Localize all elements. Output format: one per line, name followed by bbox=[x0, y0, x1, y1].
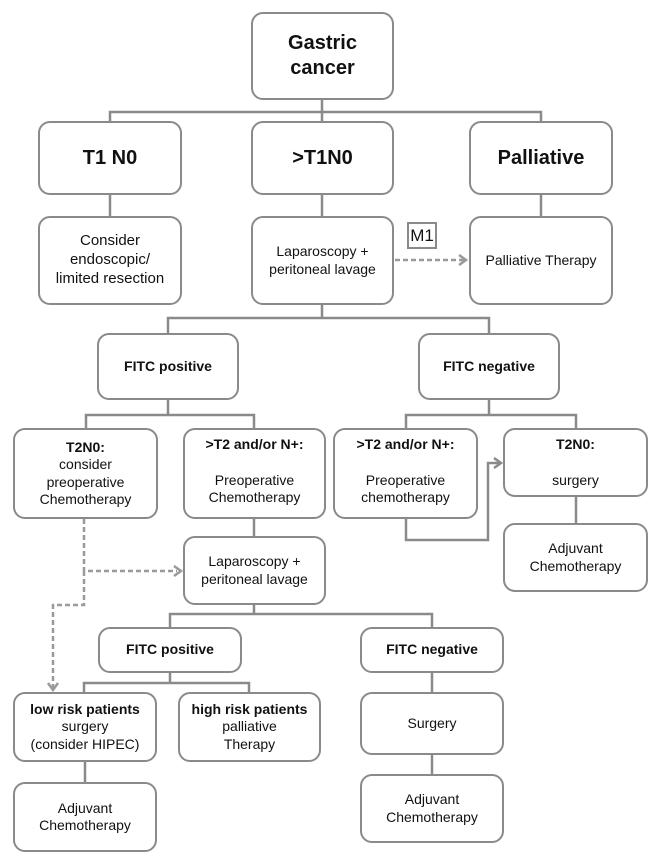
node-gastric-cancer[interactable]: Gastric cancer bbox=[251, 12, 394, 100]
node-surgery[interactable]: Surgery bbox=[360, 692, 504, 755]
arrowhead-laparoscopy2 bbox=[173, 564, 184, 578]
edge-fitcneg-to-row4 bbox=[404, 400, 578, 428]
node-adjuvant-left[interactable]: Adjuvant Chemotherapy bbox=[13, 782, 157, 852]
m1-label: M1 bbox=[407, 222, 437, 249]
node-laparoscopy-1[interactable]: Laparoscopy + peritoneal lavage bbox=[251, 216, 394, 305]
edge-preop-to-t2n0-right bbox=[404, 461, 500, 542]
edge-fitcpos2-to-row6 bbox=[82, 673, 251, 692]
node-gt-t2-right[interactable]: >T2 and/or N+: Preoperative chemotherapy bbox=[333, 428, 478, 519]
node-adjuvant-right-top[interactable]: Adjuvant Chemotherapy bbox=[503, 523, 648, 592]
node-gt-t2-left[interactable]: >T2 and/or N+: Preoperative Chemotherapy bbox=[183, 428, 326, 519]
node-high-risk[interactable]: high risk patients palliative Therapy bbox=[178, 692, 321, 762]
node-fitc-positive-2[interactable]: FITC positive bbox=[98, 627, 242, 673]
edge-laparoscopy-to-fitc bbox=[166, 305, 491, 333]
edge-laparoscopy2-to-fitc2 bbox=[168, 605, 434, 627]
arrowhead-m1 bbox=[458, 253, 469, 267]
node-consider-endoscopic[interactable]: Consider endoscopic/ limited resection bbox=[38, 216, 182, 305]
node-adjuvant-bottom-right[interactable]: Adjuvant Chemotherapy bbox=[360, 774, 504, 843]
node-gt-t1n0[interactable]: >T1N0 bbox=[251, 121, 394, 195]
node-fitc-positive-1[interactable]: FITC positive bbox=[97, 333, 239, 400]
node-fitc-negative-1[interactable]: FITC negative bbox=[418, 333, 560, 400]
node-t2n0-left[interactable]: T2N0: consider preoperative Chemotherapy bbox=[13, 428, 158, 519]
node-low-risk[interactable]: low risk patients surgery (consider HIPE… bbox=[13, 692, 157, 762]
edge-t2n0-dashed-to-lowrisk bbox=[51, 571, 86, 688]
node-t2n0-right[interactable]: T2N0: surgery bbox=[503, 428, 648, 497]
node-palliative[interactable]: Palliative bbox=[469, 121, 613, 195]
node-fitc-negative-2[interactable]: FITC negative bbox=[360, 627, 504, 673]
edge-fitcpos-to-row4 bbox=[84, 400, 256, 428]
arrowhead-t2n0-right bbox=[493, 456, 504, 470]
edge-root-to-row1 bbox=[108, 100, 543, 121]
arrowhead-lowrisk bbox=[46, 682, 60, 693]
node-t1n0[interactable]: T1 N0 bbox=[38, 121, 182, 195]
node-palliative-therapy[interactable]: Palliative Therapy bbox=[469, 216, 613, 305]
edge-t2n0-dashed-to-laparoscopy2 bbox=[82, 519, 177, 573]
node-laparoscopy-2[interactable]: Laparoscopy + peritoneal lavage bbox=[183, 536, 326, 605]
